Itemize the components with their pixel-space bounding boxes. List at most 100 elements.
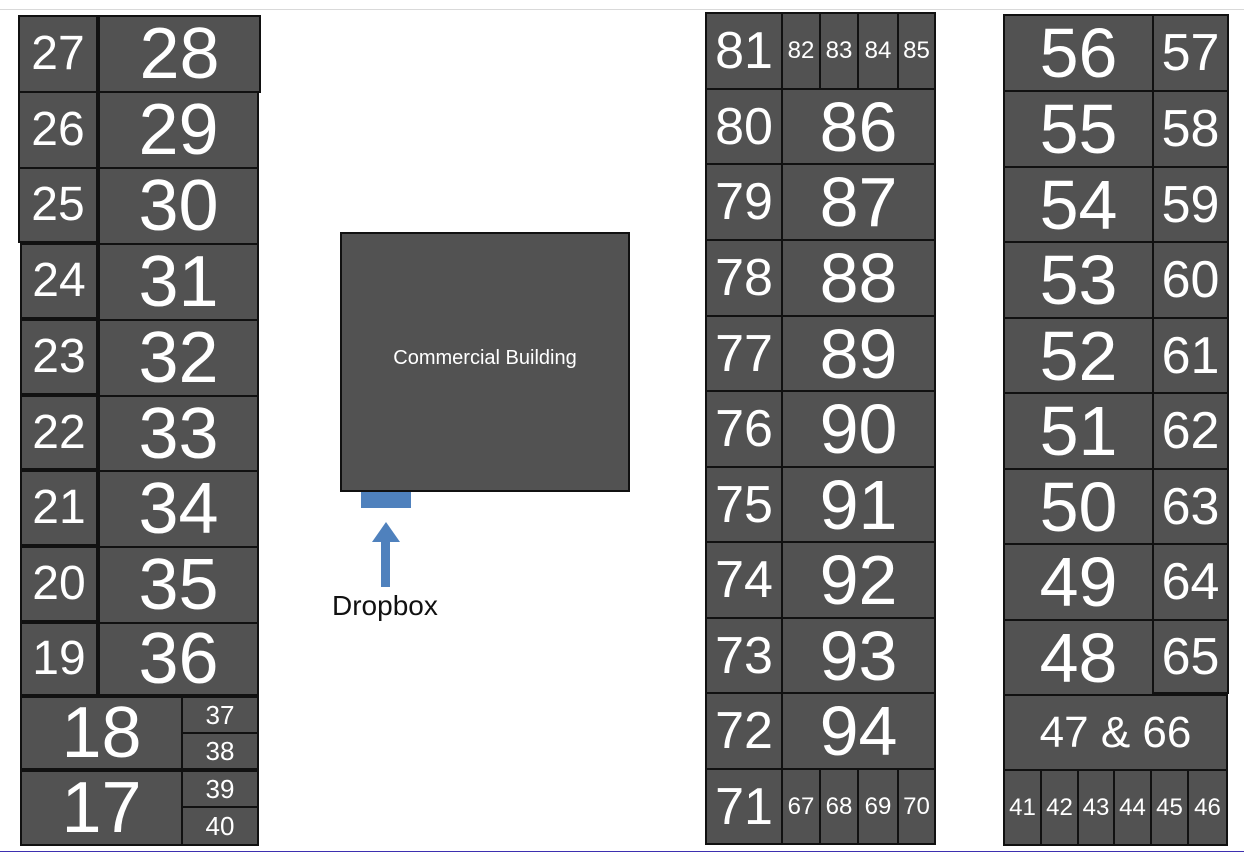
lot-71-label: 71 (715, 777, 773, 836)
lot-67[interactable]: 67 (781, 768, 821, 845)
lot-87[interactable]: 87 (781, 163, 936, 241)
lot-75[interactable]: 75 (705, 466, 783, 543)
lot-33[interactable]: 33 (98, 395, 259, 472)
lot-69-label: 69 (864, 792, 892, 820)
lot-79[interactable]: 79 (705, 163, 783, 241)
lot-60-label: 60 (1161, 251, 1220, 309)
lot-86[interactable]: 86 (781, 88, 936, 165)
lot-78[interactable]: 78 (705, 239, 783, 317)
lot-30[interactable]: 30 (98, 167, 259, 245)
lot-49[interactable]: 49 (1003, 543, 1154, 621)
lot-50[interactable]: 50 (1003, 468, 1154, 545)
lot-81[interactable]: 81 (705, 12, 783, 90)
lot-19-label: 19 (32, 632, 86, 685)
lot-17[interactable]: 17 (20, 770, 183, 846)
lot-89[interactable]: 89 (781, 315, 936, 392)
lot-88[interactable]: 88 (781, 239, 936, 317)
lot-71[interactable]: 71 (705, 768, 783, 845)
lot-37[interactable]: 37 (181, 696, 259, 734)
lot-42-label: 42 (1046, 793, 1073, 821)
lot-19[interactable]: 19 (20, 622, 98, 696)
commercial-building[interactable]: Commercial Building (340, 232, 630, 492)
lot-60[interactable]: 60 (1152, 241, 1229, 319)
lot-56-label: 56 (1039, 14, 1118, 92)
lot-47-and-66-label: 47 & 66 (1039, 707, 1192, 757)
lot-39[interactable]: 39 (181, 770, 259, 808)
lot-73[interactable]: 73 (705, 617, 783, 694)
lot-74[interactable]: 74 (705, 541, 783, 619)
lot-94[interactable]: 94 (781, 692, 936, 770)
dropbox-marker[interactable] (361, 492, 411, 508)
lot-34[interactable]: 34 (98, 470, 259, 548)
lot-53[interactable]: 53 (1003, 241, 1154, 319)
lot-35[interactable]: 35 (98, 546, 259, 624)
lot-53-label: 53 (1039, 241, 1118, 319)
lot-69[interactable]: 69 (857, 768, 899, 845)
lot-18[interactable]: 18 (20, 696, 183, 770)
lot-51-label: 51 (1039, 392, 1118, 470)
lot-59[interactable]: 59 (1152, 166, 1229, 243)
lot-31[interactable]: 31 (98, 243, 259, 321)
lot-36[interactable]: 36 (98, 622, 259, 696)
lot-26[interactable]: 26 (18, 91, 98, 169)
lot-29[interactable]: 29 (98, 91, 259, 169)
lot-85[interactable]: 85 (897, 12, 936, 90)
lot-46-label: 46 (1194, 793, 1221, 821)
lot-43[interactable]: 43 (1077, 769, 1115, 846)
lot-63[interactable]: 63 (1152, 468, 1229, 545)
lot-47-and-66[interactable]: 47 & 66 (1003, 694, 1228, 771)
lot-68[interactable]: 68 (819, 768, 859, 845)
lot-24[interactable]: 24 (20, 243, 98, 319)
lot-44-label: 44 (1119, 793, 1146, 821)
lot-52[interactable]: 52 (1003, 317, 1154, 394)
lot-54[interactable]: 54 (1003, 166, 1154, 243)
lot-45[interactable]: 45 (1150, 769, 1189, 846)
lot-73-label: 73 (715, 626, 773, 685)
lot-58[interactable]: 58 (1152, 90, 1229, 168)
lot-84-label: 84 (864, 37, 892, 64)
lot-38[interactable]: 38 (181, 732, 259, 770)
lot-83[interactable]: 83 (819, 12, 859, 90)
lot-92[interactable]: 92 (781, 541, 936, 619)
lot-25[interactable]: 25 (18, 167, 98, 243)
lot-57[interactable]: 57 (1152, 14, 1229, 92)
lot-80[interactable]: 80 (705, 88, 783, 165)
lot-55[interactable]: 55 (1003, 90, 1154, 168)
lot-82[interactable]: 82 (781, 12, 821, 90)
lot-72[interactable]: 72 (705, 692, 783, 770)
lot-44[interactable]: 44 (1113, 769, 1152, 846)
lot-48[interactable]: 48 (1003, 619, 1154, 696)
lot-84[interactable]: 84 (857, 12, 899, 90)
lot-76[interactable]: 76 (705, 390, 783, 468)
lot-61[interactable]: 61 (1152, 317, 1229, 394)
lot-77[interactable]: 77 (705, 315, 783, 392)
lot-35-label: 35 (138, 546, 219, 624)
lot-28[interactable]: 28 (98, 15, 261, 93)
lot-93[interactable]: 93 (781, 617, 936, 694)
lot-56[interactable]: 56 (1003, 14, 1154, 92)
lot-90[interactable]: 90 (781, 390, 936, 468)
lot-94-label: 94 (819, 692, 898, 770)
dropbox-arrow-head-icon (372, 522, 400, 542)
lot-27[interactable]: 27 (18, 15, 98, 93)
lot-64[interactable]: 64 (1152, 543, 1229, 621)
lot-51[interactable]: 51 (1003, 392, 1154, 470)
lot-22[interactable]: 22 (20, 395, 98, 470)
lot-63-label: 63 (1161, 477, 1220, 536)
lot-42[interactable]: 42 (1040, 769, 1079, 846)
lot-20[interactable]: 20 (20, 546, 98, 622)
lot-41[interactable]: 41 (1003, 769, 1042, 846)
lot-79-label: 79 (715, 173, 773, 231)
lot-32[interactable]: 32 (98, 319, 259, 397)
lot-49-label: 49 (1039, 543, 1118, 621)
lot-65[interactable]: 65 (1152, 619, 1229, 694)
lot-62[interactable]: 62 (1152, 392, 1229, 470)
lot-93-label: 93 (819, 617, 898, 694)
lot-46[interactable]: 46 (1187, 769, 1228, 846)
lot-70[interactable]: 70 (897, 768, 936, 845)
lot-28-label: 28 (139, 15, 220, 93)
lot-40[interactable]: 40 (181, 806, 259, 846)
lot-23[interactable]: 23 (20, 319, 98, 395)
lot-91[interactable]: 91 (781, 466, 936, 543)
lot-21[interactable]: 21 (20, 470, 98, 546)
